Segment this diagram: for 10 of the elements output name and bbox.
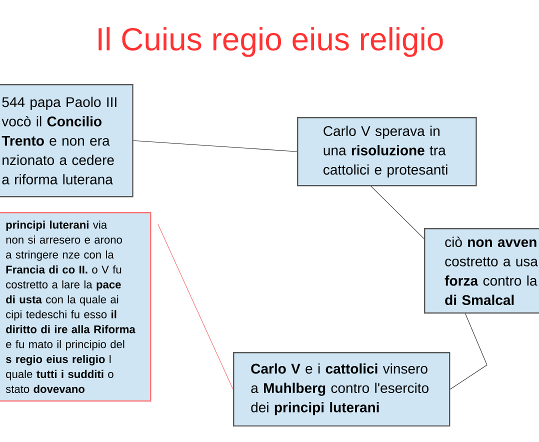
- text-box: ciò non avven costretto a usa forza contro la di Smalcal: [424, 228, 539, 314]
- text-box: 544 papa Paolo III vocò il Concilio Trento e non era nzionato a cedere a riforma luterana: [0, 84, 134, 198]
- connector-line: [370, 186, 424, 239]
- connector-line: [450, 313, 488, 390]
- title: Il Cuius regio eius religio: [98, 27, 443, 57]
- text-box: Carlo V e i cattolici vinsero a Muhlberg contro l'esercito dei principi luterani: [233, 352, 450, 427]
- text-box: Carlo V sperava in una risoluzione tra cattolici e protesanti: [297, 117, 477, 186]
- connector-line: [158, 224, 234, 390]
- connector-line: [133, 140, 298, 152]
- text-panel: principi luterani via non si arresero e arono a stringere nze con la Francia di co II. o V fu costretto a lare la pace di usta con la quale ai cipi tedeschi fu esso il diritto di ire alla Riforma e fu mato il principio del s regio eius religio l quale tutti i sudditi o stato dovevano: [0, 212, 152, 402]
